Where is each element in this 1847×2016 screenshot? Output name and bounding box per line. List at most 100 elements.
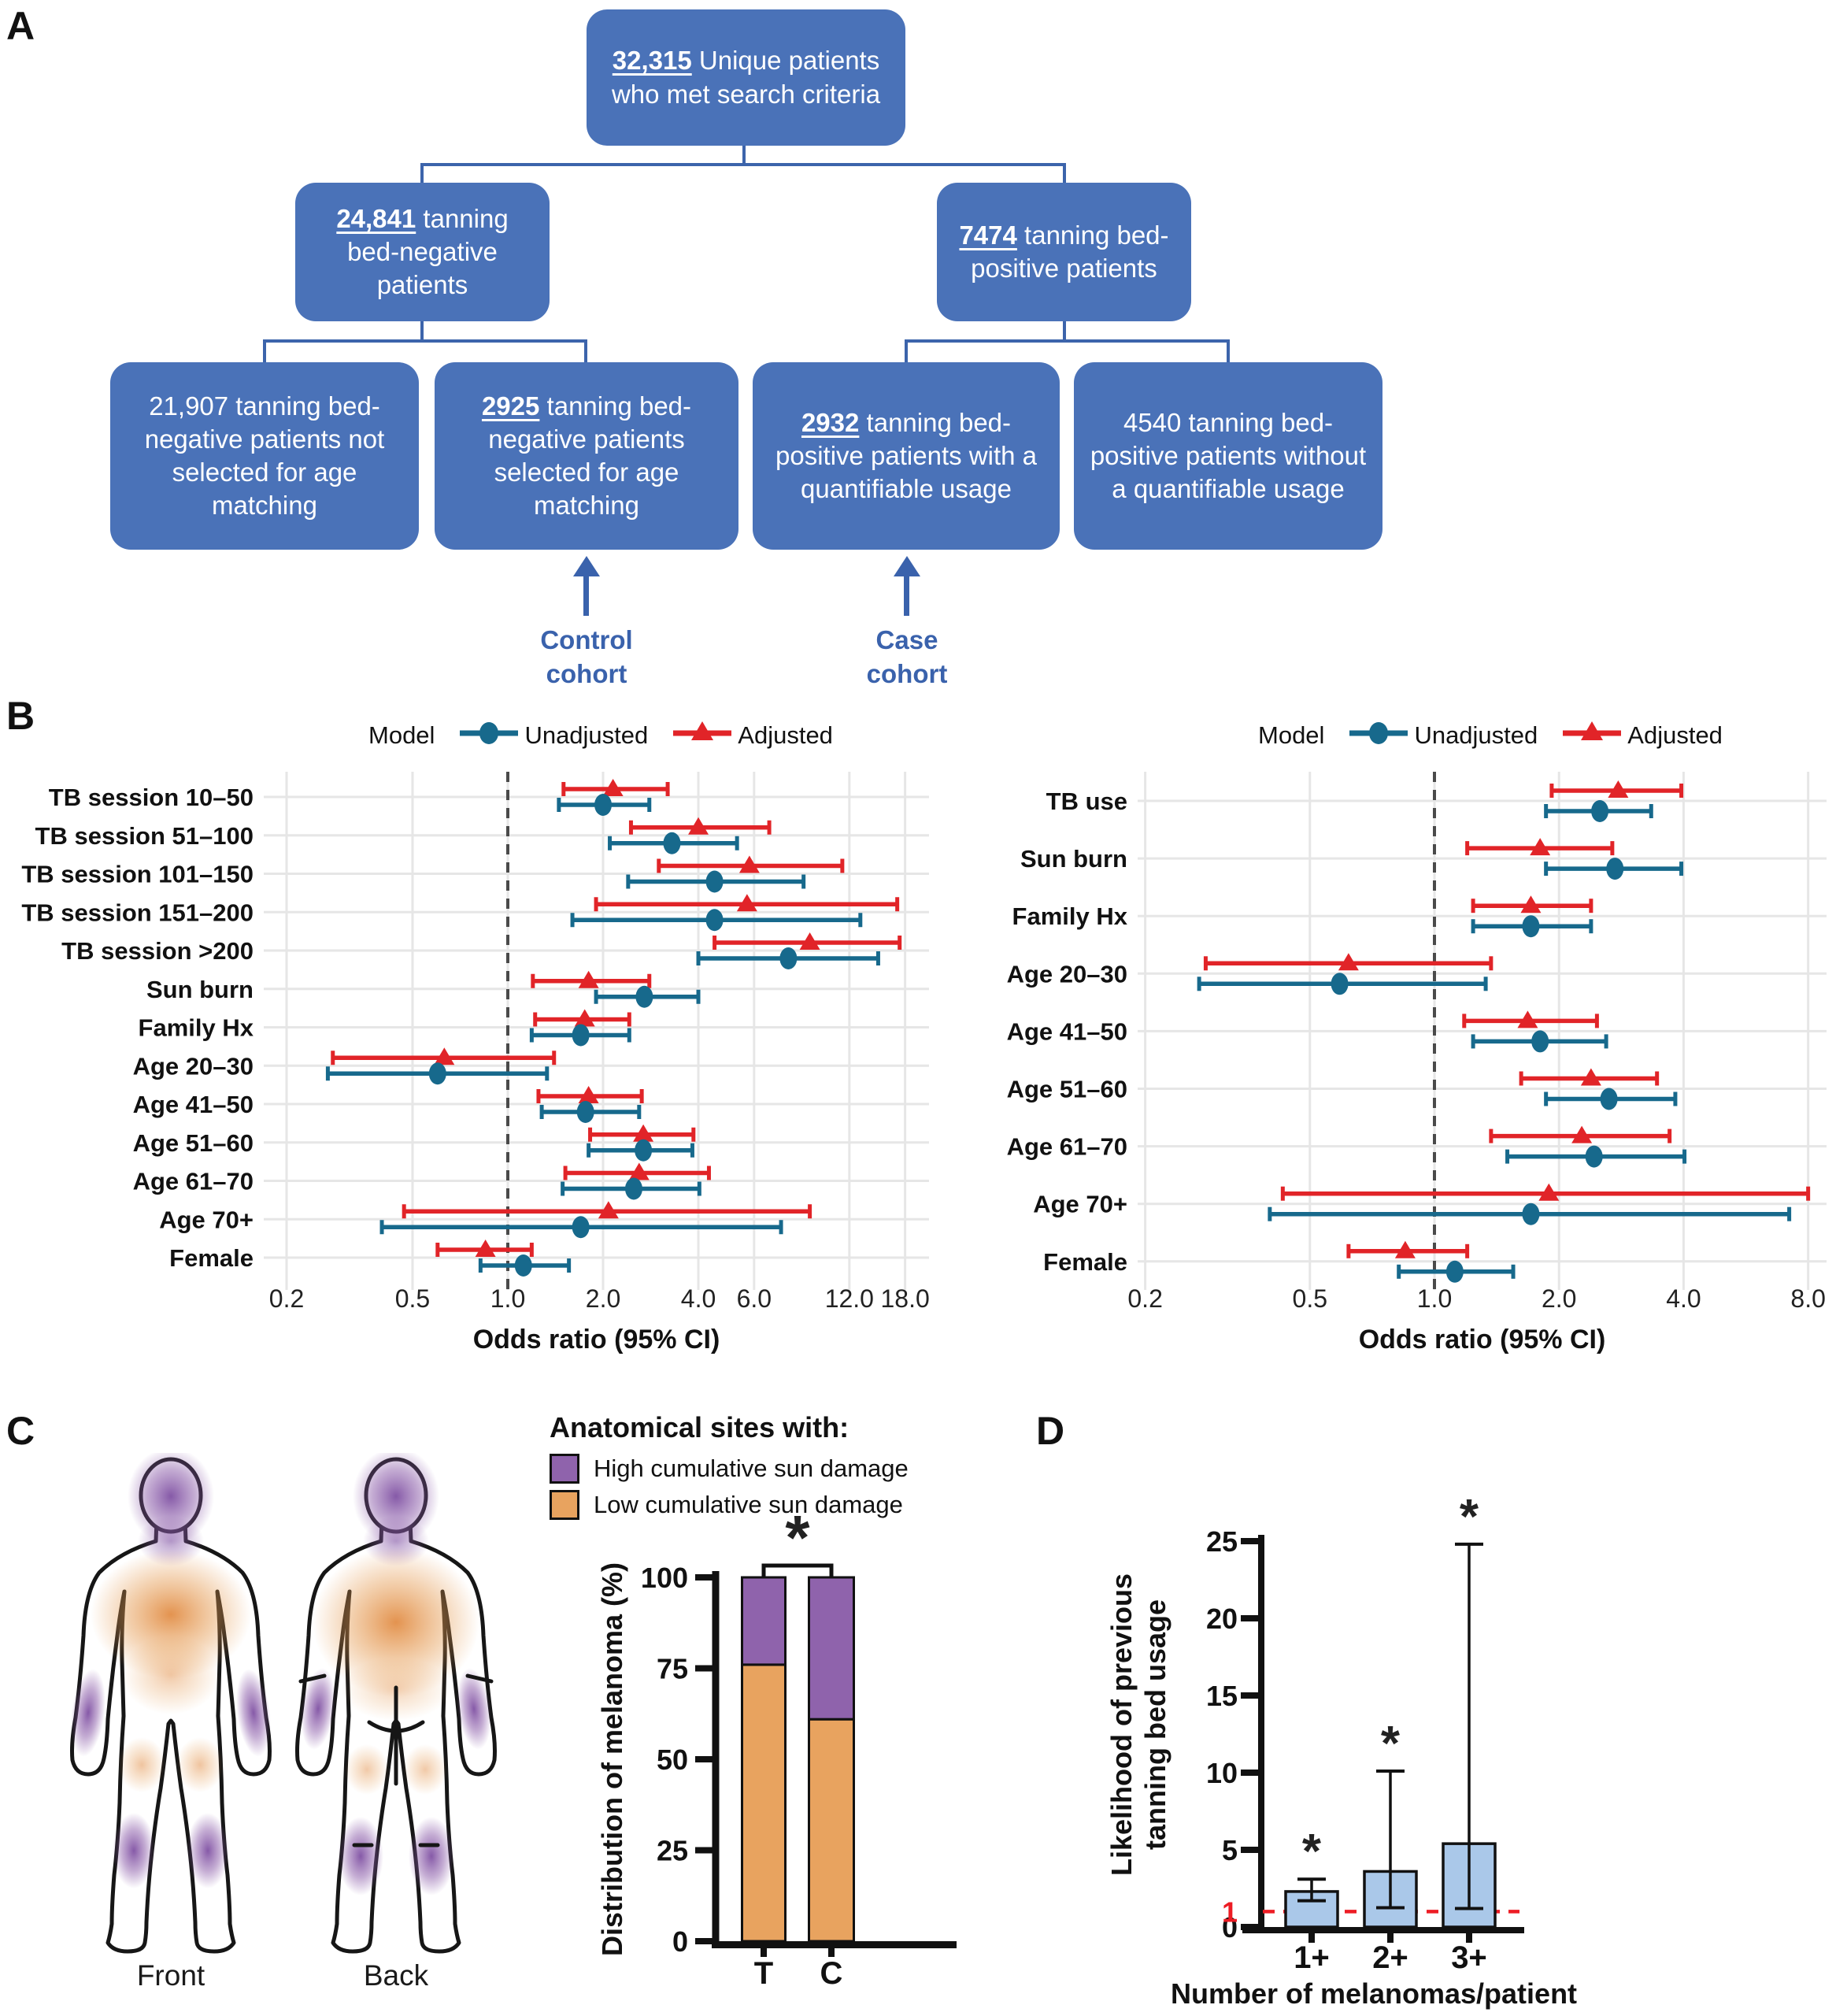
selected-count: 2925: [481, 391, 540, 421]
legend-title: Model: [1258, 721, 1325, 749]
x-tick-label: 2.0: [586, 1284, 620, 1313]
low-damage-gradient-thigh: [118, 1737, 165, 1792]
category-label: Age 41–50: [133, 1091, 254, 1118]
tb-positive-text: tanning bed-positive patients: [971, 220, 1169, 283]
selected-text: tanning bed-negative patients selected f…: [488, 391, 692, 521]
high-damage-gradient-calf: [409, 1817, 454, 1896]
front-label: Front: [136, 1959, 205, 1992]
high-damage-gradient-forearm: [71, 1669, 105, 1757]
y-tick-label: 5: [1222, 1834, 1238, 1866]
high-sun-damage-label: High cumulative sun damage: [594, 1455, 909, 1482]
y-tick-label: 25: [1206, 1525, 1238, 1558]
high-damage-gradient-shin: [187, 1813, 229, 1888]
y-axis-title: Likelihood of previous: [1105, 1573, 1138, 1876]
connector: [905, 339, 1230, 343]
marker-unadjusted: [705, 909, 724, 932]
x-tick-label: 0.5: [395, 1284, 430, 1313]
stacked-bar-segment: [741, 1663, 787, 1943]
x-tick-label: 1.0: [490, 1284, 525, 1313]
marker-adjusted: [738, 855, 760, 873]
marker-unadjusted: [514, 1254, 532, 1277]
y-tick-label: 25: [657, 1835, 688, 1867]
high-damage-gradient-forearm: [236, 1669, 271, 1757]
root-count: 32,315: [612, 46, 692, 76]
connector: [1063, 321, 1066, 341]
x-category-label: C: [820, 1956, 843, 1991]
category-label: Sun burn: [146, 976, 254, 1003]
x-tick-label: 0.2: [1127, 1284, 1162, 1313]
low-sun-damage-swatch: [550, 1490, 579, 1520]
quantifiable-count: 2932: [801, 407, 860, 437]
category-label: Age 51–60: [1007, 1076, 1127, 1103]
x-category-label: T: [754, 1956, 773, 1991]
category-label: TB session >200: [61, 937, 254, 965]
category-label: Age 61–70: [133, 1168, 254, 1195]
tb-negative-text: tanning bed-negative patients: [347, 203, 509, 300]
panel-b-label: B: [6, 694, 35, 738]
control-cohort-label: Control cohort: [540, 625, 633, 688]
tb-negative-count: 24,841: [336, 203, 416, 233]
high-damage-gradient-shin: [113, 1813, 155, 1888]
x-axis-title: Number of melanomas/patient: [1171, 1977, 1577, 2010]
marker-adjusted: [598, 1201, 619, 1219]
case-cohort-label: Case cohort: [866, 625, 948, 688]
legend-item-adjusted: Adjusted: [1561, 717, 1723, 754]
back-detail-lines: [298, 1673, 494, 1847]
marker-adjusted: [628, 1162, 650, 1180]
forest-legend-right: Model Unadjusted Adjusted: [1258, 717, 1723, 754]
significance-asterisk: *: [1302, 1825, 1322, 1879]
marker-adjusted: [1517, 1010, 1538, 1028]
x-axis-title: Odds ratio (95% CI): [473, 1325, 720, 1354]
category-label: Age 51–60: [133, 1129, 254, 1157]
marker-unadjusted: [1445, 1260, 1464, 1283]
category-label: Family Hx: [139, 1014, 254, 1042]
back-label: Back: [363, 1959, 429, 1992]
y-tick-label: 0: [672, 1925, 688, 1958]
x-tick-label: 12.0: [825, 1284, 874, 1313]
significance-asterisk: *: [785, 1503, 810, 1573]
marker-adjusted: [736, 894, 757, 912]
flowchart-box-root: 32,315 Unique patients who met search cr…: [587, 9, 905, 146]
significance-asterisk: *: [1381, 1717, 1401, 1771]
category-label: TB session 10–50: [49, 784, 254, 811]
y-tick-label: 100: [641, 1562, 688, 1594]
marker-unadjusted: [635, 1139, 653, 1162]
category-label: Age 41–50: [1007, 1017, 1127, 1045]
category-label: Female: [1043, 1248, 1127, 1276]
y-tick-label: 15: [1206, 1680, 1238, 1712]
marker-unadjusted: [635, 985, 653, 1008]
marker-adjusted: [1520, 895, 1542, 914]
legend-item-adjusted: Adjusted: [672, 717, 833, 754]
marker-unadjusted: [779, 947, 798, 969]
stacked-bar-segment: [741, 1576, 787, 1666]
forest-plot-tb-sessions: TB session 10–50 TB session 51–100 TB sess…: [21, 772, 930, 1354]
category-label: TB session 101–150: [21, 861, 254, 888]
marker-unadjusted: [572, 1216, 590, 1239]
low-sun-damage-label: Low cumulative sun damage: [594, 1491, 903, 1518]
marker-unadjusted: [1331, 973, 1349, 995]
flowchart-box-tb-positive: 7474 tanning bed-positive patients: [937, 183, 1191, 321]
category-label: Family Hx: [1012, 902, 1128, 930]
marker-adjusted: [602, 779, 624, 796]
legend-label-unadjusted: Unadjusted: [1414, 721, 1538, 749]
forest-legend-left: Model Unadjusted Adjusted: [368, 717, 833, 754]
unadjusted-marker-icon: [458, 717, 520, 754]
category-label: Age 20–30: [133, 1052, 254, 1080]
marker-adjusted: [1580, 1068, 1601, 1086]
panel-a-label: A: [6, 4, 35, 48]
y-tick-label: 10: [1206, 1757, 1238, 1789]
marker-unadjusted: [1600, 1088, 1618, 1110]
root-text: Unique patients who met search criteria: [611, 46, 881, 109]
category-label: TB use: [1046, 788, 1127, 815]
marker-adjusted: [574, 1009, 595, 1027]
category-label: TB session 51–100: [35, 822, 254, 850]
y-tick-label: 75: [657, 1653, 688, 1685]
marker-adjusted: [434, 1047, 455, 1065]
high-damage-gradient-head: [128, 1453, 214, 1545]
marker-unadjusted: [576, 1101, 594, 1123]
y-tick-label: 50: [657, 1744, 688, 1776]
marker-unadjusted: [705, 870, 724, 893]
marker-unadjusted: [1522, 915, 1540, 938]
